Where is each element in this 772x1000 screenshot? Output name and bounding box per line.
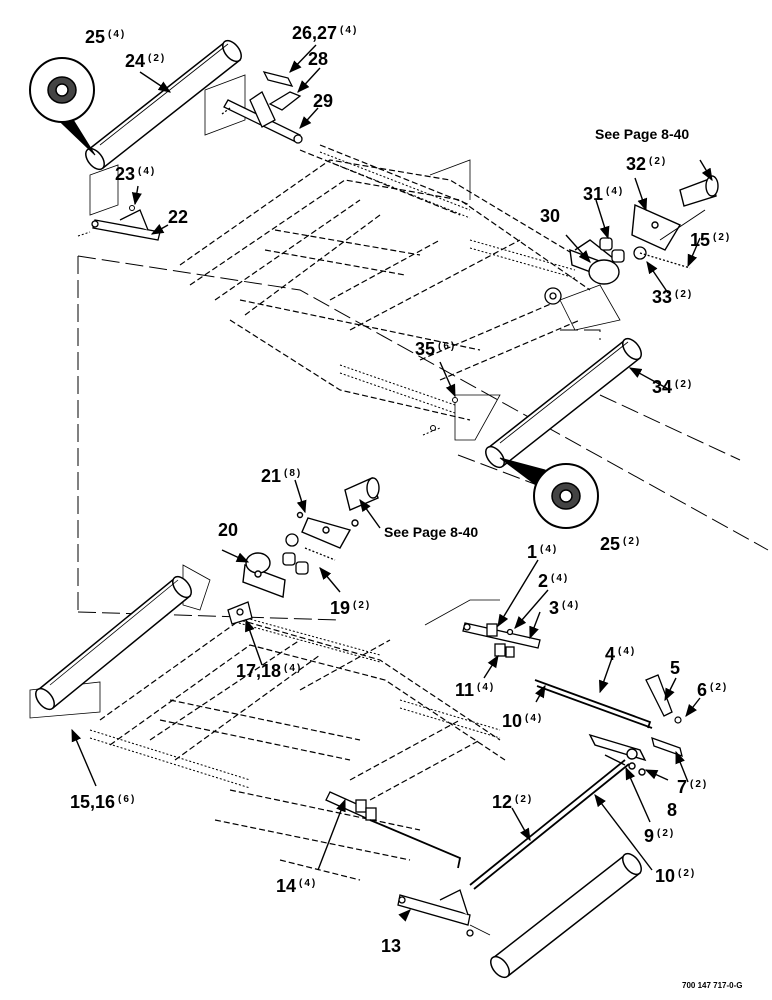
callout-21: 21(8)	[261, 466, 303, 486]
callout-15-16: 15,16(6)	[70, 792, 137, 812]
callout-25-upper: 25(4)	[85, 27, 127, 47]
callout-32: 32(2)	[626, 154, 668, 174]
explosion-plane-lines	[77, 255, 769, 621]
roller-lower-right	[490, 852, 642, 979]
callout-30: 30	[540, 206, 561, 226]
callout-23: 23(4)	[115, 164, 157, 184]
roller-24	[85, 39, 242, 171]
callout-2: 2(4)	[538, 571, 570, 591]
housing-20	[242, 552, 286, 598]
bolt-23	[77, 205, 135, 237]
plate-21	[296, 511, 359, 549]
clip-11	[494, 643, 515, 658]
callout-26-27: 26,27(4)	[292, 23, 359, 43]
bracket-7	[651, 736, 683, 758]
roller-lower-left	[35, 575, 192, 711]
bracket-17-18	[227, 601, 253, 625]
arm-5	[645, 674, 673, 717]
callout-3: 3(4)	[549, 598, 581, 618]
bearing-31	[599, 237, 625, 263]
bolt-35	[422, 397, 458, 436]
callout-22: 22	[168, 207, 189, 227]
callout-34: 34(2)	[652, 377, 694, 397]
callout-8: 8	[667, 800, 678, 820]
rod-4	[534, 679, 653, 729]
drawing-number: 700 147 717-0-G	[682, 981, 743, 990]
pin-6	[674, 716, 682, 724]
callout-5: 5	[670, 658, 681, 678]
callout-6: 6(2)	[697, 680, 729, 700]
callout-9: 9(2)	[644, 826, 676, 846]
callout-14: 14(4)	[276, 876, 318, 896]
callout-13: 13	[381, 936, 402, 956]
callout-35: 35(6)	[415, 339, 457, 359]
guide-3	[462, 622, 541, 649]
guide-13	[397, 889, 474, 937]
clamp-1-2	[486, 623, 514, 637]
leader-lines	[71, 44, 713, 922]
bearing-19	[282, 533, 336, 575]
callout-24: 24(2)	[125, 51, 167, 71]
callout-11: 11(4)	[455, 680, 496, 700]
callout-4: 4(4)	[605, 644, 637, 664]
rod-12	[469, 759, 630, 890]
bracket-28	[268, 91, 302, 111]
upper-frame	[179, 144, 601, 421]
callout-15-upper: 15(2)	[690, 230, 732, 250]
callout-10-upper: 10(4)	[502, 711, 544, 731]
callout-12: 12(2)	[492, 792, 534, 812]
callout-10-lower: 10(2)	[655, 866, 697, 886]
roller-34	[485, 337, 642, 469]
guide-22	[91, 209, 161, 241]
callout-1: 1(4)	[527, 542, 559, 562]
callout-25-lower: 25(2)	[600, 534, 642, 554]
plate-26-27	[262, 71, 294, 87]
callout-17-18: 17,18(4)	[236, 661, 303, 681]
lower-frame	[99, 619, 506, 881]
bearing-25-detail-upper	[29, 57, 96, 156]
sprocket-30	[544, 287, 562, 305]
callout-20: 20	[218, 520, 239, 540]
bolt-33	[633, 246, 691, 269]
callout-19: 19(2)	[330, 598, 372, 618]
shaft-end-middle	[344, 477, 380, 511]
callout-29: 29	[313, 91, 334, 111]
callout-31: 31(4)	[583, 184, 625, 204]
bearing-25-detail-lower	[499, 457, 599, 529]
callout-33: 33(2)	[652, 287, 694, 307]
callout-7: 7(2)	[677, 777, 709, 797]
assembly-14	[325, 791, 462, 869]
upper-frame-chain	[319, 151, 576, 414]
see-page-reference-middle: See Page 8-40	[384, 524, 479, 540]
callout-28: 28	[308, 49, 329, 69]
lever-8-9	[588, 733, 647, 776]
plate-32	[631, 203, 682, 251]
see-page-reference-top: See Page 8-40	[595, 126, 690, 142]
shaft-29	[221, 91, 303, 144]
lower-frame-chain	[89, 614, 501, 789]
